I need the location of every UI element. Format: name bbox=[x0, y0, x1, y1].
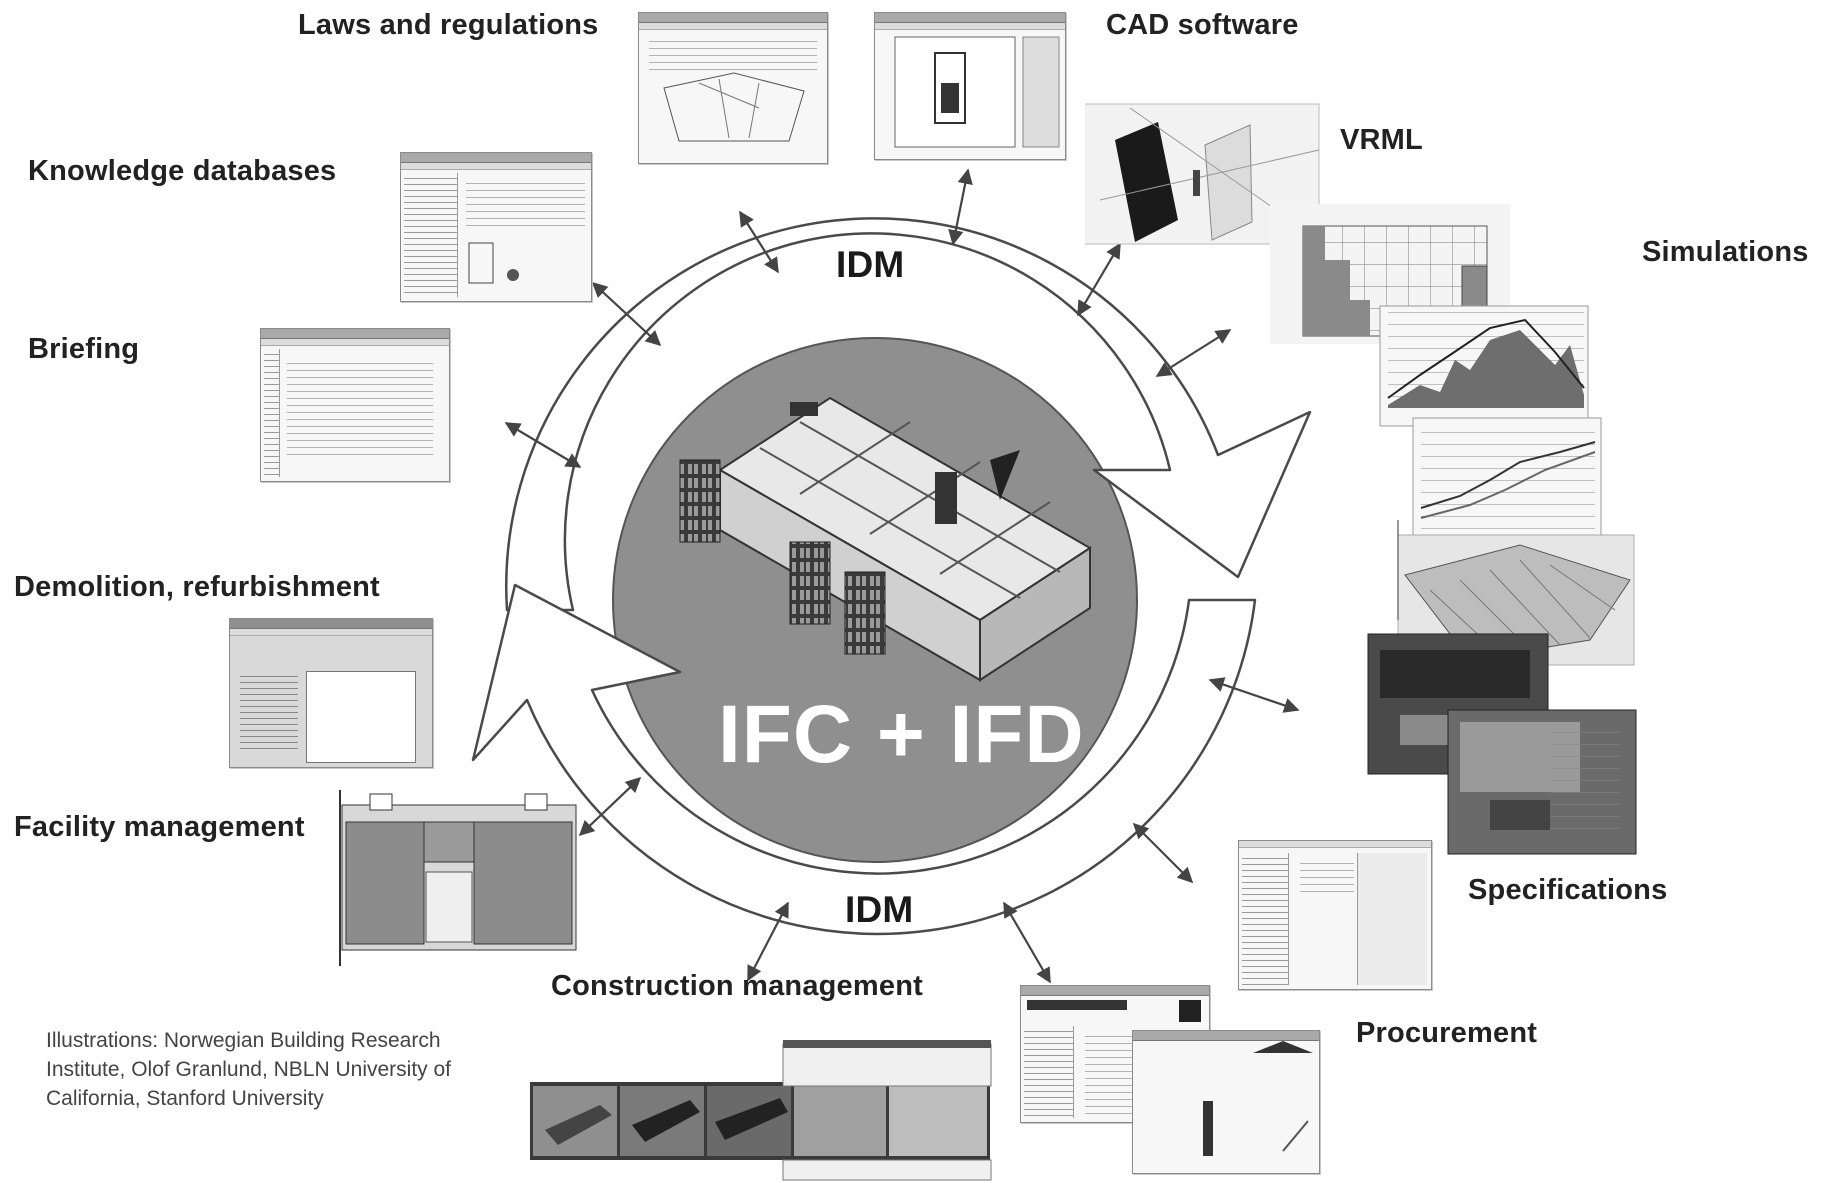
construction-filmstrip bbox=[530, 1040, 992, 1181]
demolition-screenshot bbox=[229, 618, 433, 768]
arrow-cad bbox=[948, 168, 973, 246]
arrow-simulations bbox=[1155, 329, 1232, 377]
cad-screenshot bbox=[874, 12, 1066, 160]
arrow-procurement bbox=[1003, 901, 1051, 984]
arrow-specifications-upper bbox=[1208, 677, 1300, 713]
label-procurement: Procurement bbox=[1356, 1017, 1538, 1049]
label-briefing: Briefing bbox=[28, 333, 140, 365]
label-specifications: Specifications bbox=[1468, 874, 1668, 906]
label-cad: CAD software bbox=[1106, 9, 1299, 41]
label-demolition: Demolition, refurbishment bbox=[14, 571, 380, 603]
laws-screenshot bbox=[638, 12, 828, 164]
arrow-facility bbox=[578, 776, 642, 837]
knowledge-screenshot bbox=[400, 152, 592, 302]
center-title: IFC + IFD bbox=[718, 689, 1085, 780]
facility-floor-plan bbox=[339, 790, 577, 966]
label-construction: Construction management bbox=[551, 970, 923, 1002]
label-facility: Facility management bbox=[14, 811, 305, 843]
simulation-line-chart bbox=[1412, 417, 1602, 537]
vrml-scene-image bbox=[1085, 103, 1320, 245]
idm-label-top: IDM bbox=[836, 244, 905, 285]
illustration-credit: Illustrations: Norwegian Building Resear… bbox=[46, 1029, 451, 1110]
label-simulations: Simulations bbox=[1642, 236, 1809, 268]
arrow-laws bbox=[739, 210, 779, 274]
label-knowledge: Knowledge databases bbox=[28, 155, 337, 187]
interior-render-images bbox=[1367, 633, 1637, 855]
lower-cycle-arrow bbox=[471, 583, 1257, 936]
connector-arrows bbox=[504, 168, 1300, 984]
arrow-vrml bbox=[1077, 242, 1121, 317]
arrow-specifications-lower bbox=[1132, 822, 1194, 884]
idm-label-bottom: IDM bbox=[845, 889, 914, 930]
arrow-construction bbox=[747, 901, 789, 982]
briefing-screenshot bbox=[260, 328, 450, 482]
arrow-knowledge bbox=[591, 281, 662, 347]
label-laws: Laws and regulations bbox=[298, 9, 599, 41]
arrow-briefing bbox=[504, 422, 582, 468]
simulation-area-chart bbox=[1379, 305, 1589, 427]
building-model-illustration bbox=[679, 396, 1092, 682]
structure-render-image bbox=[1397, 520, 1635, 666]
procurement-screenshot-2 bbox=[1132, 1030, 1320, 1174]
specifications-screenshot bbox=[1238, 840, 1432, 990]
label-vrml: VRML bbox=[1340, 124, 1423, 156]
